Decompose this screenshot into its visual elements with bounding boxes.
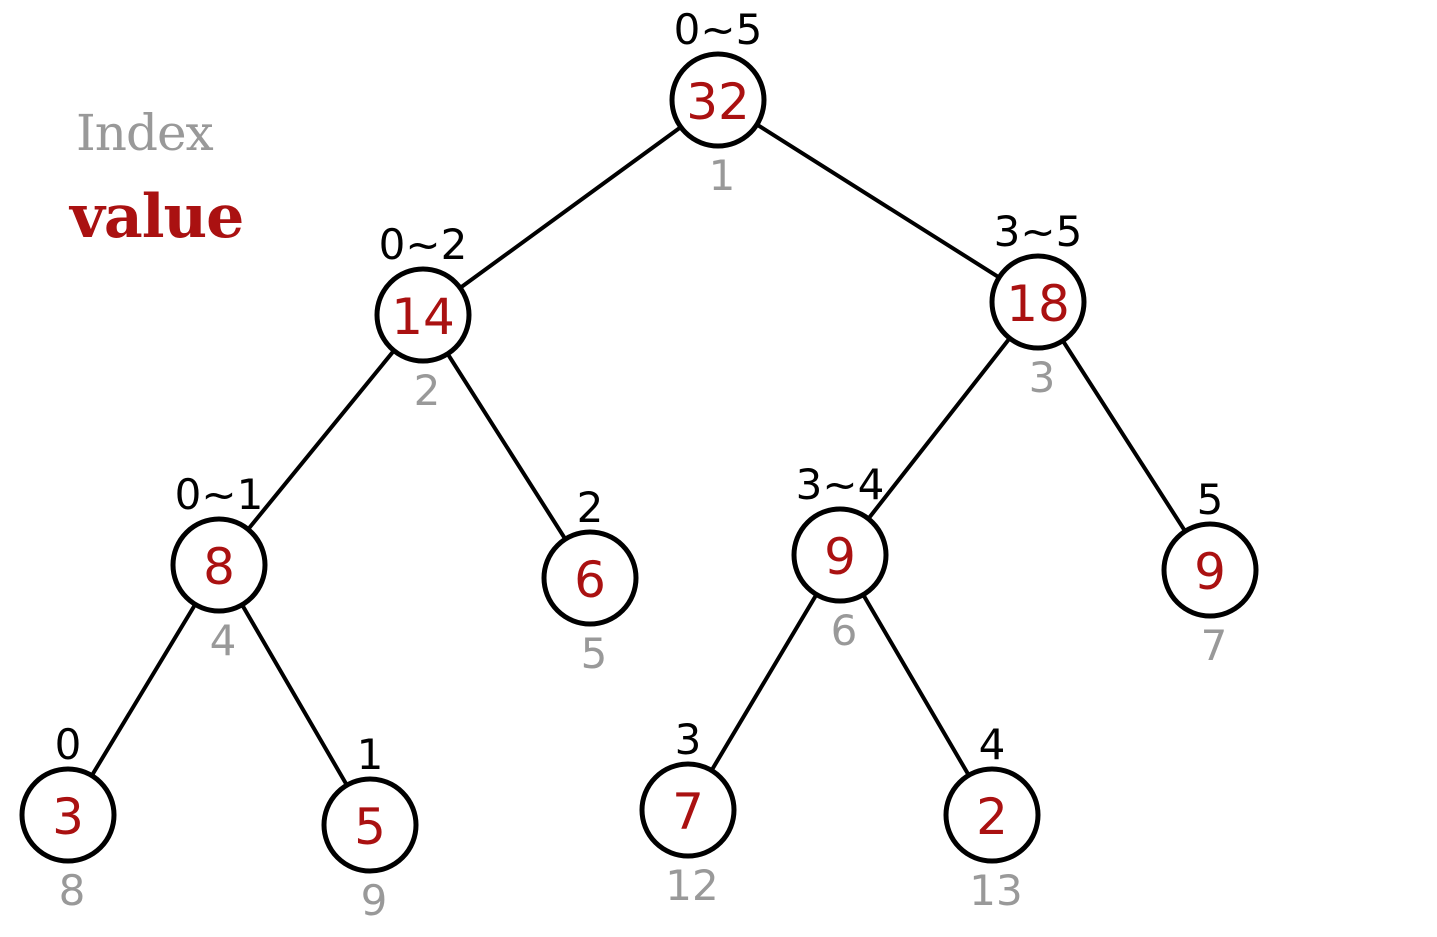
node-circle (943, 766, 1041, 864)
tree-node-5: 6 2 5 (541, 483, 639, 678)
edge-n4-n9 (217, 563, 372, 827)
node-index-label: 7 (1201, 621, 1228, 670)
node-value: 32 (686, 73, 750, 131)
node-value: 2 (976, 788, 1008, 846)
node-range-label: 0~1 (175, 470, 264, 519)
edge-n2-n4 (217, 313, 425, 567)
node-circle (669, 51, 767, 149)
node-index-label: 5 (581, 629, 608, 678)
node-index-label: 6 (831, 606, 858, 655)
node-range-label: 3~4 (796, 460, 885, 509)
node-range-label: 1 (357, 730, 384, 779)
legend-index-label: Index (76, 104, 214, 162)
node-range-label: 0 (55, 720, 82, 769)
node-index-label: 3 (1029, 353, 1056, 402)
legend-value-label: value (70, 182, 244, 252)
node-range-label: 4 (979, 720, 1006, 769)
node-index-label: 4 (210, 616, 237, 665)
edge-n1-n2 (421, 98, 720, 317)
node-value: 18 (1006, 275, 1070, 333)
edge-n4-n8 (66, 563, 221, 817)
tree-node-3: 18 3~5 3 (989, 207, 1087, 402)
node-index-label: 9 (361, 876, 388, 925)
tree-node-9: 5 1 9 (321, 730, 419, 925)
node-circle (989, 253, 1087, 351)
tree-node-7: 9 5 7 (1161, 475, 1259, 670)
tree-node-13: 2 4 13 (943, 720, 1041, 915)
node-value: 8 (203, 538, 235, 596)
nodes-layer: 320~51140~22183~5380~1462593~46957308519… (19, 5, 1259, 925)
node-index-label: 1 (709, 151, 736, 200)
node-circle (170, 516, 268, 614)
tree-node-12: 7 3 12 (639, 715, 737, 910)
node-index-label: 8 (59, 866, 86, 915)
node-index-label: 13 (969, 866, 1022, 915)
node-range-label: 2 (577, 483, 604, 532)
node-circle (791, 506, 889, 604)
node-value: 6 (574, 551, 606, 609)
edge-n6-n13 (838, 553, 994, 817)
edges-layer (66, 98, 1212, 827)
node-circle (541, 529, 639, 627)
node-range-label: 0~2 (379, 220, 468, 269)
tree-node-8: 3 0 8 (19, 720, 117, 915)
node-circle (374, 266, 472, 364)
node-value: 14 (391, 288, 455, 346)
node-value: 9 (1194, 543, 1226, 601)
node-circle (639, 761, 737, 859)
node-index-label: 2 (414, 366, 441, 415)
node-value: 3 (52, 788, 84, 846)
tree-node-2: 14 0~2 2 (374, 220, 472, 415)
node-range-label: 3~5 (994, 207, 1083, 256)
node-value: 9 (824, 528, 856, 586)
node-circle (19, 766, 117, 864)
node-range-label: 0~5 (674, 5, 763, 54)
edge-n1-n3 (716, 98, 1040, 304)
node-circle (1161, 521, 1259, 619)
edge-n3-n6 (838, 300, 1040, 557)
tree-node-4: 8 0~1 4 (170, 470, 268, 665)
edge-n6-n12 (686, 553, 842, 812)
edge-n2-n5 (421, 313, 592, 580)
node-range-label: 5 (1197, 475, 1224, 524)
node-value: 7 (672, 783, 704, 841)
node-index-label: 12 (665, 861, 718, 910)
tree-node-6: 9 3~4 6 (791, 460, 889, 655)
edge-n3-n7 (1036, 300, 1212, 572)
node-value: 5 (354, 798, 386, 856)
tree-node-1: 32 0~5 1 (669, 5, 767, 200)
node-range-label: 3 (675, 715, 702, 764)
node-circle (321, 776, 419, 874)
